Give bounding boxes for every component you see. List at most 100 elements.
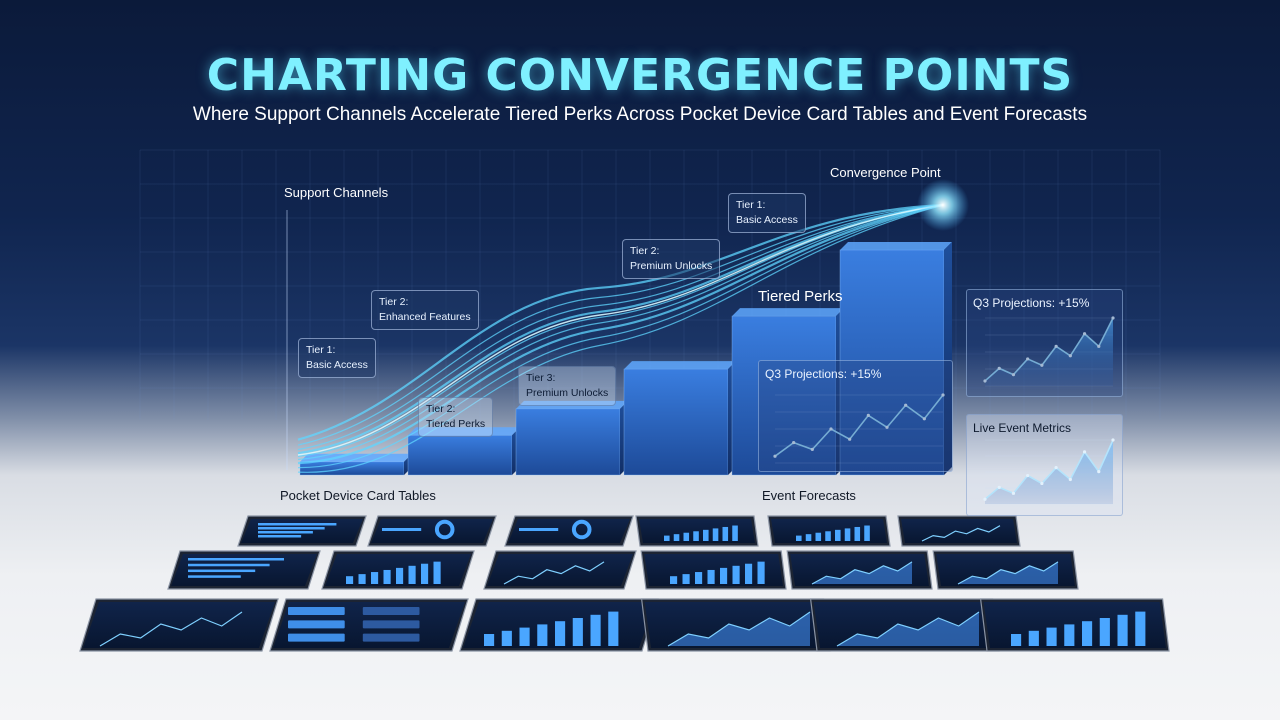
- device-bar: [519, 627, 530, 646]
- data-point: [983, 497, 987, 501]
- device-bar: [703, 529, 709, 541]
- data-point: [941, 393, 945, 397]
- data-point: [885, 425, 889, 429]
- device-bar: [720, 567, 728, 584]
- data-point: [1040, 481, 1044, 486]
- series-line: [984, 439, 1114, 500]
- device-1: [237, 515, 367, 547]
- device-bar: [484, 634, 495, 646]
- device-16: [640, 598, 831, 652]
- data-point: [1054, 466, 1058, 470]
- q3-projections-side-panel: Q3 Projections: +15%: [966, 289, 1123, 397]
- data-point: [1011, 491, 1016, 495]
- data-point: [848, 437, 852, 441]
- device-list-row: [188, 575, 241, 578]
- convergence-glow: [917, 179, 969, 231]
- device-bar: [501, 630, 512, 646]
- bar-front: [623, 368, 729, 476]
- data-point: [997, 366, 1001, 370]
- device-line: [667, 611, 811, 647]
- device-button: [362, 633, 420, 642]
- device-line: [811, 561, 913, 585]
- device-6: [897, 515, 1021, 547]
- device-bar: [805, 534, 812, 541]
- device-2: [367, 515, 497, 547]
- data-point: [1011, 373, 1016, 377]
- device-bar: [664, 535, 670, 541]
- device-bar: [732, 525, 738, 541]
- live-metrics-chart: [983, 438, 1115, 505]
- device-line: [957, 561, 1059, 585]
- device-4: [635, 515, 759, 547]
- device-button: [288, 607, 345, 615]
- bar-3: [515, 400, 628, 476]
- device-grid: [79, 515, 1170, 652]
- device-button: [362, 607, 420, 615]
- device-bar: [707, 569, 715, 584]
- stream-line: [297, 204, 944, 469]
- data-point: [1111, 438, 1115, 442]
- device-bar: [608, 611, 619, 646]
- device-list-row: [258, 523, 337, 526]
- device-bar: [371, 572, 379, 584]
- data-point: [1026, 473, 1030, 478]
- bar-front: [731, 315, 837, 476]
- device-bar: [835, 529, 841, 541]
- device-button: [288, 620, 345, 629]
- stream-core: [297, 204, 944, 456]
- bar-top: [516, 400, 628, 409]
- device-bar: [383, 569, 391, 584]
- device-bar: [854, 526, 861, 541]
- bar-5: [731, 308, 844, 476]
- callout-tier2-premium: Tier 2:Premium Unlocks: [622, 239, 721, 280]
- data-point: [1054, 344, 1058, 348]
- data-point: [983, 379, 987, 383]
- device-button: [288, 633, 345, 642]
- callout-tier2-enhanced: Tier 2:Enhanced Features: [371, 290, 479, 331]
- series-area: [985, 318, 1113, 386]
- device-13: [79, 598, 279, 652]
- data-point: [997, 485, 1001, 490]
- device-bar: [825, 531, 831, 541]
- bar-top: [624, 361, 736, 370]
- device-bar: [1082, 621, 1093, 646]
- device-bar: [1011, 634, 1022, 646]
- data-point: [1082, 450, 1087, 454]
- device-bar: [555, 621, 566, 646]
- device-bar: [1117, 614, 1128, 646]
- live-event-metrics-title: Live Event Metrics: [973, 421, 1072, 435]
- device-bar: [670, 576, 678, 584]
- device-bar: [864, 525, 870, 541]
- data-point: [792, 441, 796, 445]
- device-bar: [1064, 624, 1075, 646]
- device-bar: [346, 576, 354, 584]
- device-screen: [371, 519, 493, 543]
- series-line: [984, 317, 1114, 382]
- device-bar: [537, 624, 548, 646]
- device-line: [921, 525, 1001, 542]
- pocket-device-card-tables-label: Pocket Device Card Tables: [280, 488, 436, 503]
- device-bar: [757, 561, 765, 584]
- device-11: [786, 550, 933, 590]
- stream-line: [297, 204, 944, 451]
- device-bar: [396, 567, 404, 584]
- device-bar: [722, 526, 729, 541]
- device-list-row: [188, 558, 284, 561]
- callout-tier1-basic-top: Tier 1:Basic Access: [728, 193, 806, 234]
- data-point: [1097, 470, 1101, 474]
- event-forecasts-label: Event Forecasts: [762, 488, 856, 503]
- device-12: [932, 550, 1079, 590]
- bar-front: [407, 434, 513, 476]
- device-bar: [673, 534, 680, 541]
- q3-projections-title: Q3 Projections: +15%: [765, 367, 882, 381]
- device-18: [979, 598, 1170, 652]
- page-title: CHARTING CONVERGENCE POINTS: [206, 50, 1074, 101]
- device-strip: [519, 528, 559, 531]
- device-bar: [844, 528, 851, 541]
- bar-2: [407, 427, 520, 476]
- device-14: [269, 598, 469, 652]
- device-10: [640, 550, 787, 590]
- device-screen: [487, 554, 633, 586]
- data-point: [1040, 363, 1044, 367]
